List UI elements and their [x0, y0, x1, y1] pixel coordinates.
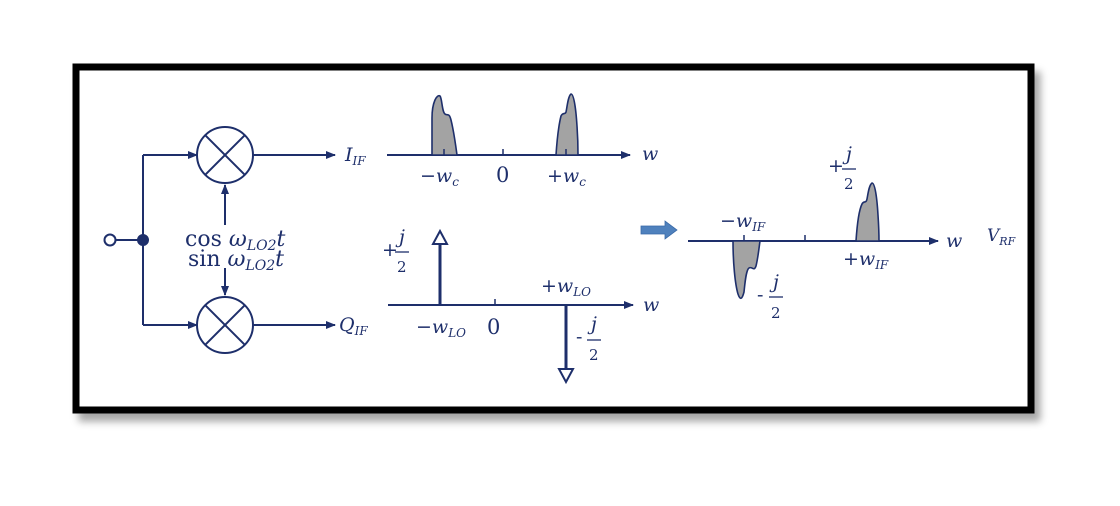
- spectrum-lo-tick-zero: 0: [487, 315, 500, 339]
- cos-lo2-label: cos ωLO2t: [185, 227, 286, 254]
- spectrum-i-axis-label: w: [642, 143, 658, 165]
- i-if-label: IIF: [344, 144, 366, 168]
- impulse-negative-weight: - j 2: [576, 313, 603, 364]
- spectrum-lo-tick-neg-wlo: −wLO: [416, 316, 466, 340]
- impulse-positive-weight: + j 2: [382, 226, 411, 276]
- spectrum-rf: −wIF +wIF + j 2 - j 2 w VRF: [688, 143, 1016, 322]
- spectrum-rf-tick-neg-wif: −wIF: [720, 210, 766, 234]
- spectrum-i: −wc 0 +wc w: [387, 93, 658, 189]
- spectrum-i-tick-pos-wc: +wc: [547, 165, 586, 189]
- spectrum-i-lobe-negative: [431, 94, 458, 156]
- impulse-positive-head: [431, 228, 449, 245]
- spectrum-i-tick-zero: 0: [496, 163, 509, 187]
- multiplier-bottom: [196, 296, 254, 354]
- spectrum-rf-negative-weight: - j 2: [757, 271, 785, 322]
- result-arrow: [640, 220, 678, 240]
- q-if-label: QIF: [339, 314, 368, 338]
- spectrum-lo-tick-pos-wlo: +wLO: [541, 275, 591, 299]
- spectrum-i-tick-neg-wc: −wc: [420, 165, 459, 189]
- input-port-circle: [103, 233, 117, 247]
- impulse-negative-head: [557, 368, 575, 385]
- v-rf-label: VRF: [987, 226, 1016, 248]
- spectrum-rf-lobe-positive: [855, 182, 880, 242]
- spectrum-rf-positive-weight: + j 2: [828, 143, 858, 193]
- spectrum-rf-lobe-negative: [732, 240, 761, 300]
- mixer-block: [103, 126, 336, 354]
- spectrum-lo-axis-label: w: [643, 294, 659, 316]
- multiplier-top: [196, 126, 254, 184]
- spectrum-i-lobe-positive: [555, 93, 579, 156]
- spectrum-rf-axis-label: w: [946, 230, 962, 252]
- spectrum-rf-tick-pos-wif: +wIF: [843, 248, 889, 272]
- sin-lo2-label: sin ωLO2t: [188, 247, 284, 274]
- spectrum-lo: + j 2 - j 2 −wLO 0 +wLO w: [382, 226, 659, 385]
